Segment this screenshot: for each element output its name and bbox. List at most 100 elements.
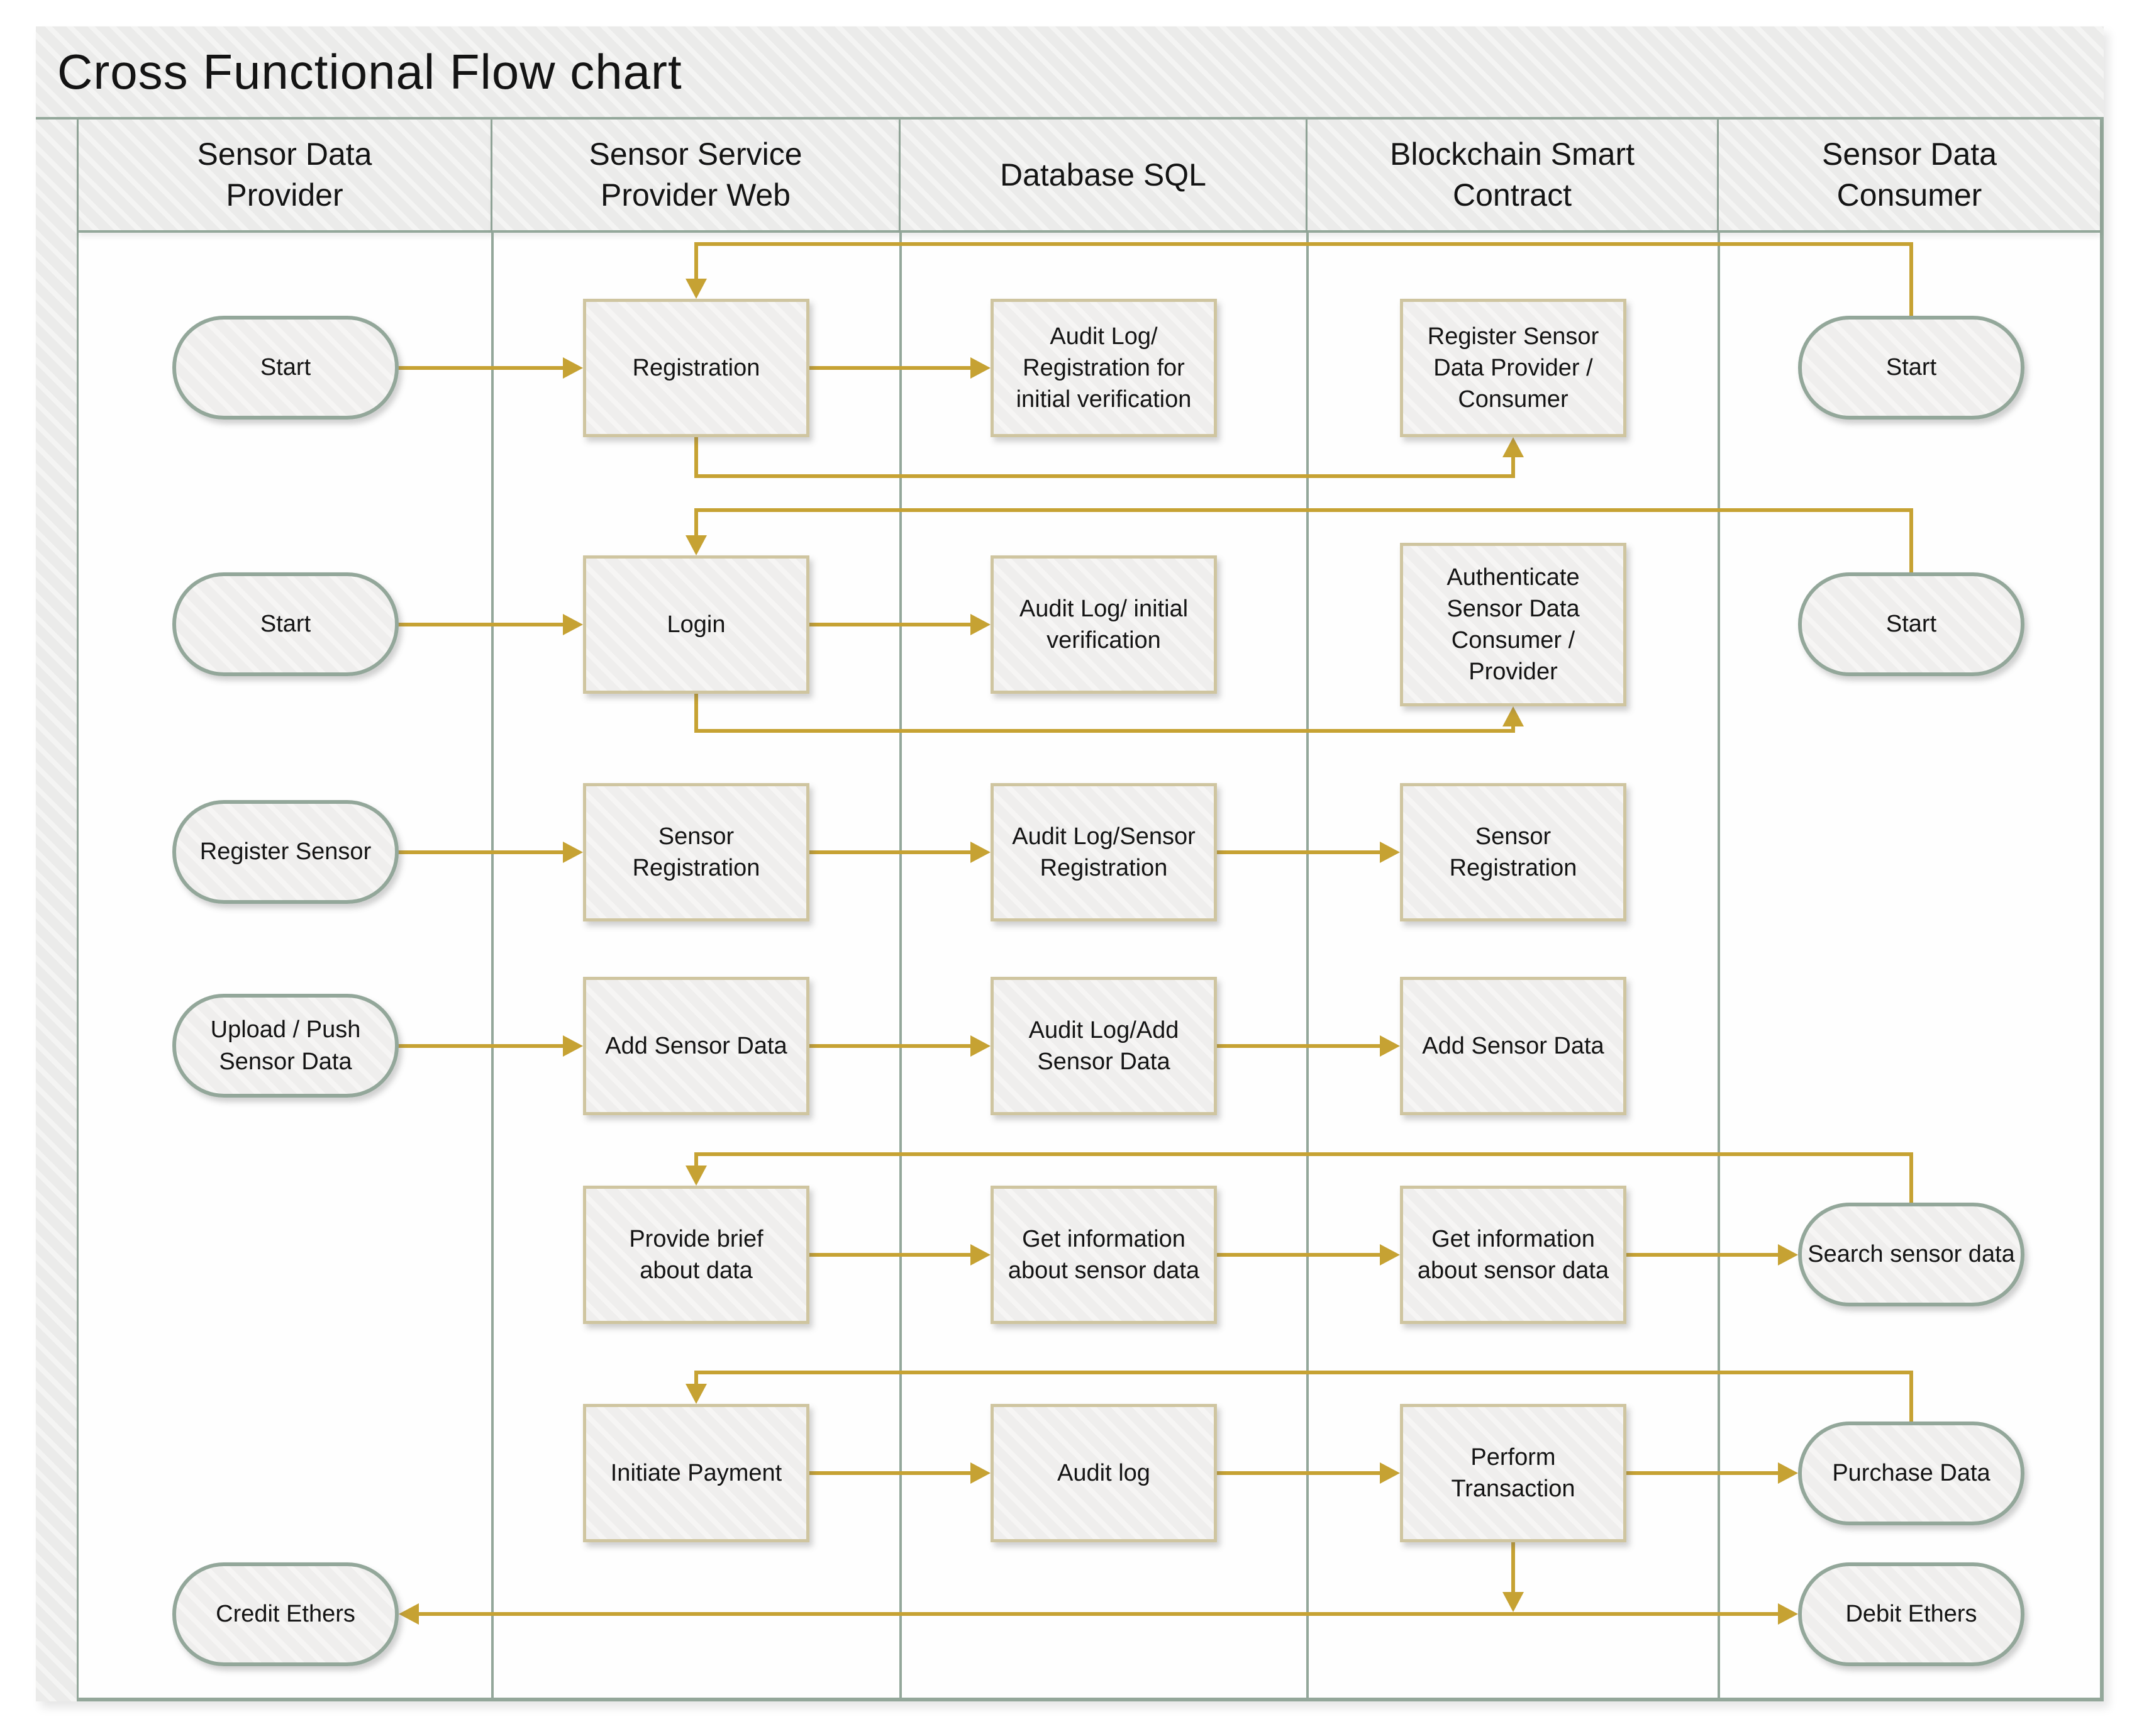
- arrowhead: [970, 614, 991, 635]
- lane-header-blockchain-smart-contract: Blockchain Smart Contract: [1308, 120, 1719, 233]
- edge-purchase-initiatepayment: [1909, 1372, 1913, 1422]
- arrowhead: [970, 1244, 991, 1266]
- edge-search-providebrief: [694, 1154, 698, 1166]
- node-purchase-data: Purchase Data: [1798, 1422, 2024, 1525]
- page-title: Cross Functional Flow chart: [57, 43, 682, 99]
- edge-credit-debit-ethers: [419, 1612, 1778, 1616]
- edge-auditadd-addsensorbc: [1217, 1044, 1380, 1048]
- edge-registration-registerpc: [694, 474, 1515, 478]
- edge-purchase-initiatepayment: [694, 1371, 1913, 1374]
- node-add-sensor-data-web: Add Sensor Data: [583, 977, 809, 1115]
- arrowhead: [1502, 437, 1524, 457]
- arrowhead: [970, 1035, 991, 1057]
- edge-addsensorweb-auditadd: [809, 1044, 970, 1048]
- edge-purchase-initiatepayment: [694, 1372, 698, 1384]
- node-start-consumer-2: Start: [1798, 572, 2024, 676]
- node-start-consumer-1: Start: [1798, 316, 2024, 420]
- node-register-sensor-data-provider-consumer: Register Sensor Data Provider / Consumer: [1400, 299, 1626, 437]
- lane-divider: [1718, 233, 1720, 1701]
- node-register-sensor: Register Sensor: [172, 800, 399, 904]
- lane-header-sensor-data-provider: Sensor Data Provider: [79, 120, 492, 233]
- arrowhead: [686, 535, 707, 555]
- edge-sensorregweb-auditsensorreg: [809, 850, 970, 854]
- node-audit-log-sensor-registration: Audit Log/Sensor Registration: [991, 783, 1217, 921]
- arrowhead: [1380, 842, 1400, 863]
- node-initiate-payment: Initiate Payment: [583, 1404, 809, 1542]
- node-authenticate: Authenticate Sensor Data Consumer / Prov…: [1400, 543, 1626, 706]
- node-sensor-registration-blockchain: Sensor Registration: [1400, 783, 1626, 921]
- node-audit-log-initial-verification: Audit Log/ initial verification: [991, 555, 1217, 694]
- node-provide-brief-about-data: Provide brief about data: [583, 1186, 809, 1324]
- edge-initiatepayment-auditlog: [809, 1471, 970, 1475]
- arrowhead: [1778, 1462, 1798, 1484]
- arrowhead: [1380, 1462, 1400, 1484]
- edge-auditsensorreg-sensorregbc: [1217, 850, 1380, 854]
- arrowhead: [686, 1166, 707, 1186]
- node-registration: Registration: [583, 299, 809, 437]
- edge-consumerstart2-login: [694, 510, 698, 535]
- edge-registration-registerpc: [694, 437, 698, 478]
- lane-header-sensor-data-consumer: Sensor Data Consumer: [1719, 120, 2100, 233]
- edge-getinfodb-getinfobc: [1217, 1253, 1380, 1257]
- node-credit-ethers: Credit Ethers: [172, 1562, 399, 1666]
- edge-auditlog-performtransaction: [1217, 1471, 1380, 1475]
- phase-strip: [36, 120, 79, 1701]
- node-login: Login: [583, 555, 809, 694]
- node-add-sensor-data-blockchain: Add Sensor Data: [1400, 977, 1626, 1115]
- arrowhead: [686, 1384, 707, 1404]
- arrowhead: [970, 1462, 991, 1484]
- edge-consumerstart1-registration: [694, 244, 698, 279]
- edge-consumerstart1-registration: [1909, 244, 1913, 316]
- node-start-provider-2: Start: [172, 572, 399, 676]
- arrowhead: [563, 1035, 583, 1057]
- edge-registersensor-sensorregweb: [396, 850, 564, 854]
- edge-login-authenticate: [1511, 726, 1515, 732]
- arrowhead: [686, 279, 707, 299]
- arrowhead: [1778, 1244, 1798, 1266]
- node-audit-log-add-sensor-data: Audit Log/Add Sensor Data: [991, 977, 1217, 1115]
- edge-login-authenticate: [694, 729, 1515, 733]
- arrowhead: [563, 614, 583, 635]
- edge-providebrief-getinfodb: [809, 1253, 970, 1257]
- edge-consumerstart2-login: [694, 508, 1913, 512]
- lane-divider: [899, 233, 902, 1701]
- arrowhead: [1380, 1035, 1400, 1057]
- edge-upload-addsensorweb: [396, 1044, 564, 1048]
- edge-getinfobc-search: [1626, 1253, 1778, 1257]
- edge-registration-registerpc: [1511, 457, 1515, 474]
- node-upload-push-sensor-data: Upload / Push Sensor Data: [172, 994, 399, 1098]
- edge-login-authenticate: [694, 694, 698, 733]
- node-sensor-registration-web: Sensor Registration: [583, 783, 809, 921]
- lane-header-sensor-service-provider-web: Sensor Service Provider Web: [492, 120, 901, 233]
- title-band: Cross Functional Flow chart: [36, 26, 2104, 120]
- arrowhead: [1502, 706, 1524, 726]
- arrowhead: [970, 842, 991, 863]
- arrowhead: [563, 357, 583, 379]
- edge-start2-login: [396, 623, 564, 626]
- edge-consumerstart1-registration: [694, 242, 1913, 246]
- arrowhead: [1778, 1603, 1798, 1625]
- node-start-provider-1: Start: [172, 316, 399, 420]
- edge-performtransaction-down: [1511, 1542, 1515, 1592]
- node-get-information-db: Get information about sensor data: [991, 1186, 1217, 1324]
- node-audit-log: Audit log: [991, 1404, 1217, 1542]
- node-audit-log-registration: Audit Log/ Registration for initial veri…: [991, 299, 1217, 437]
- edge-performtransaction-purchase: [1626, 1471, 1778, 1475]
- edge-consumerstart2-login: [1909, 510, 1913, 572]
- edge-search-providebrief: [694, 1152, 1913, 1156]
- lane-divider: [1306, 233, 1309, 1701]
- lane-divider: [491, 233, 494, 1701]
- node-search-sensor-data: Search sensor data: [1798, 1203, 2024, 1306]
- lane-header-database-sql: Database SQL: [901, 120, 1308, 233]
- edge-start1-registration: [396, 366, 564, 370]
- arrowhead: [970, 357, 991, 379]
- arrowhead: [399, 1603, 419, 1625]
- edge-search-providebrief: [1909, 1154, 1913, 1203]
- edge-login-auditlogin: [809, 623, 970, 626]
- arrowhead: [563, 842, 583, 863]
- arrowhead: [1502, 1592, 1524, 1612]
- node-debit-ethers: Debit Ethers: [1798, 1562, 2024, 1666]
- node-perform-transaction: Perform Transaction: [1400, 1404, 1626, 1542]
- node-get-information-blockchain: Get information about sensor data: [1400, 1186, 1626, 1324]
